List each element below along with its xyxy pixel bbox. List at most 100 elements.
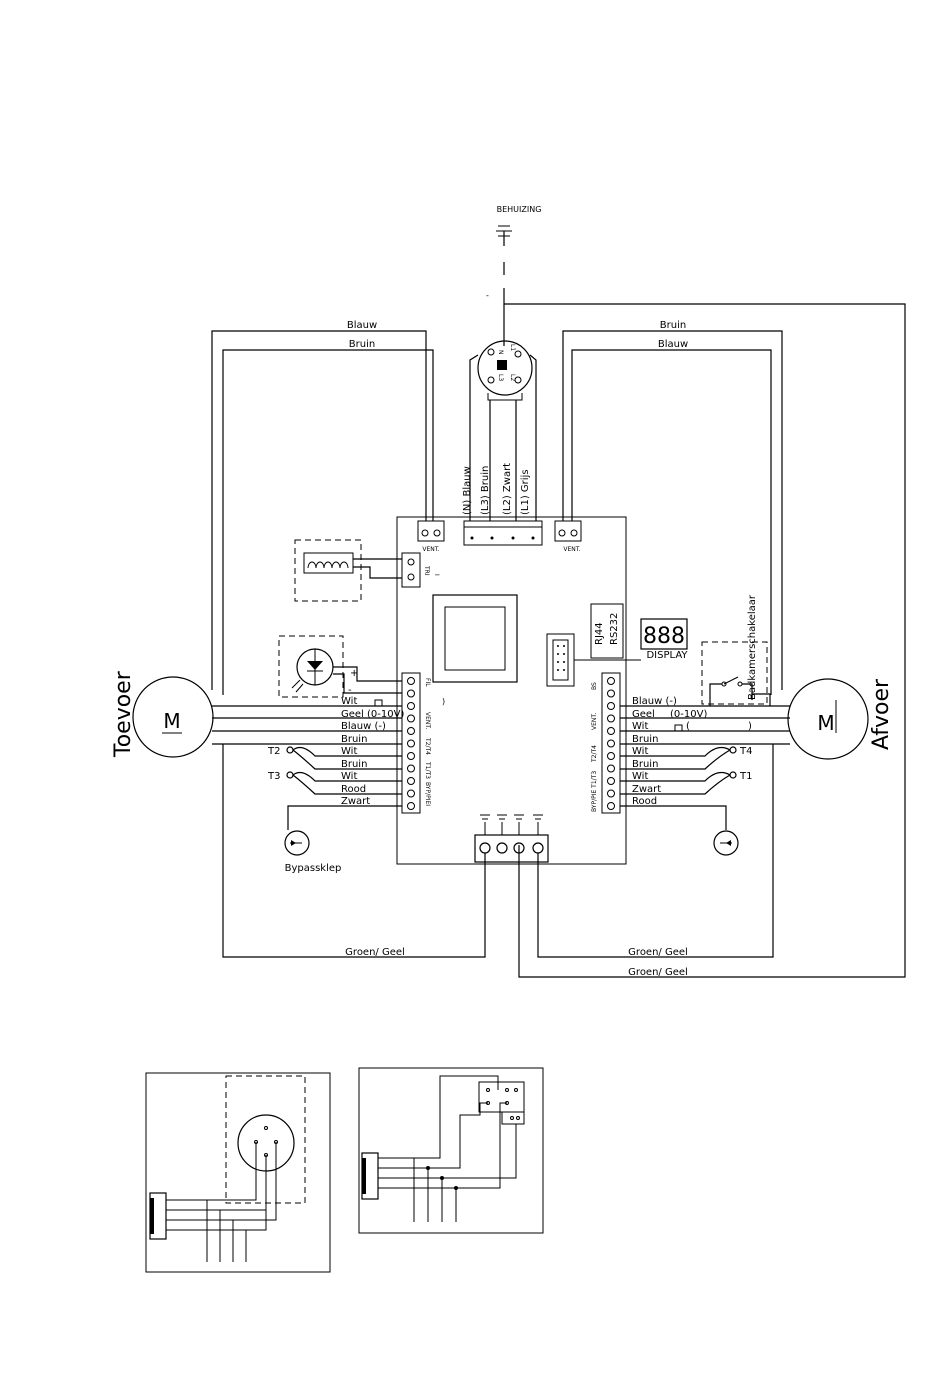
terminal-screw bbox=[407, 702, 415, 710]
left-wire-bruin-1: Bruin bbox=[341, 734, 367, 745]
right-wire-paren-close: ) bbox=[748, 721, 752, 732]
terminal-screw bbox=[407, 714, 415, 723]
vent-label-left: VENT. bbox=[422, 546, 439, 553]
vent-connector-right: VENT. bbox=[554, 520, 582, 553]
right-wire-geel: Geel bbox=[632, 709, 655, 720]
right-terminal-label-vent: VENT. bbox=[591, 713, 598, 730]
mains-wire-n: (N) Blauw bbox=[462, 466, 473, 515]
left-wit-paren: ) bbox=[442, 697, 445, 706]
terminal-screw bbox=[607, 789, 615, 798]
right-wire-blauw: Blauw (-) bbox=[632, 696, 677, 707]
terminal-screw bbox=[407, 777, 415, 785]
left-terminal-label-t2t4: T2/T4 bbox=[424, 737, 431, 755]
inset-sensor-wiring bbox=[145, 1072, 331, 1273]
terminal-screw bbox=[407, 677, 415, 685]
right-terminal-label-bs: BS bbox=[591, 682, 598, 690]
tri-label: TRI bbox=[423, 565, 430, 576]
motor-afvoer: M Afvoer bbox=[787, 678, 894, 760]
terminal-screw bbox=[407, 789, 415, 798]
terminal-screw bbox=[607, 714, 615, 723]
plug-pin-l1: L1 bbox=[509, 344, 516, 351]
right-wire-wit-3: Wit bbox=[632, 771, 648, 782]
terminal-screw bbox=[407, 764, 415, 773]
control-board bbox=[396, 516, 627, 865]
terminal-screw bbox=[407, 752, 415, 760]
terminal-screw bbox=[607, 802, 615, 810]
left-wire-bruin-2: Bruin bbox=[341, 759, 367, 770]
plug-pin-l3: L3 bbox=[497, 374, 504, 381]
plug-pin-l2: L2 bbox=[509, 374, 516, 381]
sensor-t2: T2 bbox=[267, 746, 280, 757]
sensor-t4: T4 bbox=[739, 746, 752, 757]
left-wire-geel: Geel (0-10V) bbox=[341, 709, 404, 720]
rj44-label: RJ44 bbox=[594, 622, 605, 645]
right-wires: Blauw (-) Geel (0-10V) Wit ( ) Bruin Wit… bbox=[620, 693, 790, 856]
terminal-screw bbox=[407, 727, 415, 735]
rj44-rs232-port: RJ44 RS232 bbox=[590, 603, 624, 659]
mains-wire-l3: (L3) Bruin bbox=[480, 466, 491, 515]
left-wire-zwart: Zwart bbox=[341, 796, 370, 807]
right-terminal-label-t2t4: T2/T4 bbox=[591, 745, 598, 763]
motor-symbol-left: M bbox=[163, 709, 180, 733]
wire-label-bruin-top-left: Bruin bbox=[349, 339, 375, 350]
terminal-screw bbox=[607, 752, 615, 760]
motor-label-afvoer: Afvoer bbox=[869, 678, 894, 750]
right-wire-rood: Rood bbox=[632, 796, 657, 807]
terminal-screw bbox=[407, 689, 415, 698]
led-sensor: + - bbox=[278, 635, 402, 698]
external-display: 888 DISPLAY bbox=[574, 618, 688, 661]
right-wire-0-10v: (0-10V) bbox=[670, 709, 707, 720]
wire-label-blauw-top-right: Blauw bbox=[658, 339, 688, 350]
bathroom-switch-label: Badkamerschakelaar bbox=[747, 594, 758, 700]
earth-terminal-block bbox=[474, 814, 549, 863]
display-label: DISPLAY bbox=[646, 650, 688, 661]
right-wire-wit-2: Wit bbox=[632, 746, 648, 757]
mains-wire-l1: (L1) Grijs bbox=[520, 469, 531, 515]
sensor-t1: T1 bbox=[739, 771, 752, 782]
left-terminal-label-byp: BYP/PIEI bbox=[424, 782, 431, 806]
terminal-screw bbox=[607, 677, 615, 685]
earth-label: BEHUIZING bbox=[497, 205, 542, 214]
left-wire-wit-2: Wit bbox=[341, 746, 357, 757]
left-wire-rood: Rood bbox=[341, 784, 366, 795]
right-wire-zwart: Zwart bbox=[632, 784, 661, 795]
right-wire-paren-open: ( bbox=[686, 721, 690, 732]
right-wire-wit-1: Wit bbox=[632, 721, 648, 732]
left-terminal-label-t1t3: T1/T3 bbox=[424, 761, 431, 779]
right-terminal-block: BS VENT. T2/T4 BYP/PIE T1/T3 bbox=[591, 672, 621, 814]
vent-label-right: VENT. bbox=[563, 546, 580, 553]
earth-wire-bottom: Groen/ Geel bbox=[628, 967, 688, 978]
plug-pin-n: N bbox=[497, 350, 504, 355]
display-window bbox=[432, 594, 518, 683]
terminal-screw bbox=[407, 802, 415, 810]
inset-switch-wiring bbox=[358, 1067, 544, 1234]
plus-mark: + bbox=[350, 668, 358, 679]
terminal-screw bbox=[607, 777, 615, 785]
minus-mark: - bbox=[348, 685, 352, 696]
terminal-screw bbox=[607, 689, 615, 698]
bathroom-switch: Badkamerschakelaar bbox=[701, 594, 768, 705]
left-wires: Wit Geel (0-10V) Blauw (-) Bruin Wit Bru… bbox=[212, 696, 404, 874]
terminal-screw bbox=[607, 727, 615, 735]
terminal-screw bbox=[607, 739, 615, 748]
terminal-screw bbox=[607, 702, 615, 710]
bypass-label: Bypassklep bbox=[285, 863, 342, 874]
left-terminal-block: FIL VENT. T2/T4 T1/T3 BYP/PIEI ) bbox=[401, 672, 445, 814]
sensor-t3: T3 bbox=[267, 771, 280, 782]
earth-wire-left: Groen/ Geel bbox=[345, 947, 405, 958]
right-wire-bruin-2: Bruin bbox=[632, 759, 658, 770]
tri-mark: I bbox=[433, 574, 440, 576]
earth-wire-right: Groen/ Geel bbox=[628, 947, 688, 958]
left-terminal-label-fil: FIL bbox=[424, 678, 431, 687]
left-terminal-label-vent: VENT. bbox=[424, 712, 431, 729]
tri-connector: TRI I bbox=[401, 552, 440, 588]
earth-symbol: BEHUIZING - bbox=[486, 205, 541, 300]
wire-label-blauw-top-left: Blauw bbox=[347, 320, 377, 331]
motor-symbol-right: M bbox=[817, 711, 834, 735]
left-wire-wit-3: Wit bbox=[341, 771, 357, 782]
mains-plug: N L1 L3 L2 bbox=[477, 340, 533, 401]
left-wire-blauw: Blauw (-) bbox=[341, 721, 386, 732]
heater-coil bbox=[294, 539, 402, 602]
mains-wire-l2: (L2) Zwart bbox=[502, 463, 513, 515]
